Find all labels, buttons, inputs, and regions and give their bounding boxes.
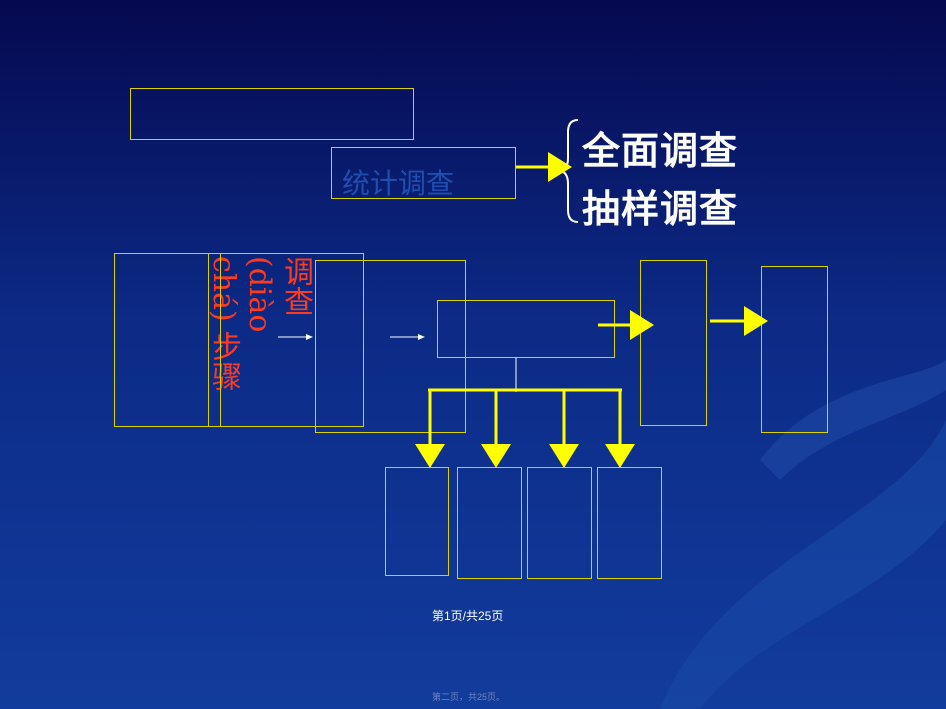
survey-type-sample: 抽样调查 (582, 187, 739, 231)
stat-survey-box: 统计调查 (331, 147, 516, 200)
middle-wide-box (437, 300, 615, 358)
page-number: 第1页/共25页 (432, 609, 504, 623)
right-box-1 (640, 260, 707, 426)
footer-small: 第二页，共25页。 (432, 692, 506, 702)
vertical-title-line1: 调查 (278, 256, 313, 316)
vertical-title: 调查 (diào chá) 步骤 (205, 256, 313, 416)
vertical-title-line3: chá) 步骤 (206, 256, 241, 392)
vertical-title-line2: (diào (242, 256, 277, 333)
brace-icon (560, 119, 579, 223)
top-empty-box (130, 88, 414, 140)
left-outer-box (114, 253, 364, 427)
right-box-2 (761, 266, 828, 433)
middle-tall-box (315, 260, 466, 433)
left-divider-box (208, 253, 221, 427)
stat-survey-label: 统计调查 (342, 167, 455, 200)
survey-type-full: 全面调查 (582, 129, 739, 173)
